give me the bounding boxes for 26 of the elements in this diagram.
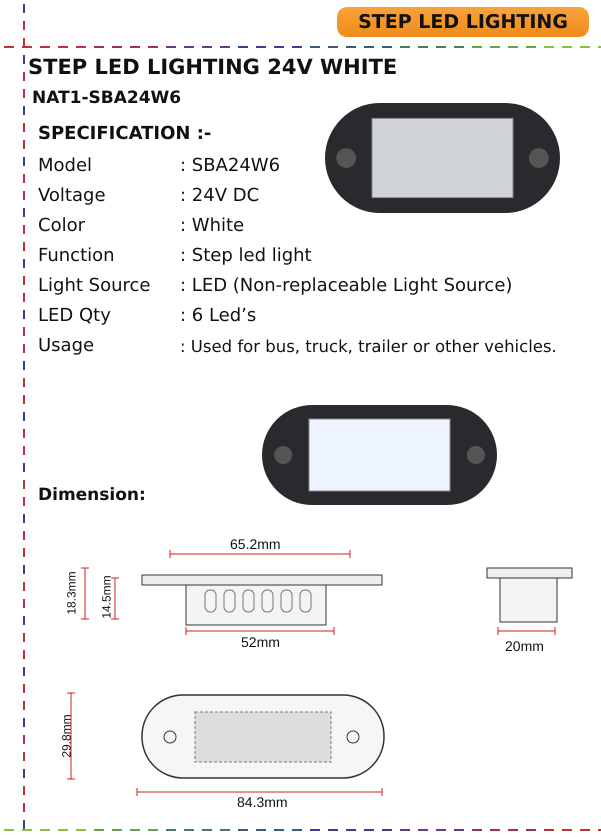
dimension-label: 84.3mm bbox=[237, 794, 288, 810]
category-badge: STEP LED LIGHTING bbox=[337, 7, 589, 37]
product-title: STEP LED LIGHTING 24V WHITE bbox=[28, 55, 398, 79]
spec-value: : LED (Non-replaceable Light Source) bbox=[180, 275, 512, 296]
dimension-label: 65.2mm bbox=[230, 536, 281, 552]
spec-name: LED Qty bbox=[38, 305, 111, 326]
spec-name: Function bbox=[38, 245, 115, 266]
spec-value: : Step led light bbox=[180, 245, 312, 266]
spec-value: : 6 Led’s bbox=[180, 305, 256, 326]
spec-name: Light Source bbox=[38, 275, 150, 296]
spec-name: Voltage bbox=[38, 185, 106, 206]
spec-value: : Used for bus, truck, trailer or other vehicles. bbox=[180, 336, 557, 358]
spec-value: : White bbox=[180, 215, 244, 236]
spec-name: Color bbox=[38, 215, 85, 236]
dimension-label: 14.5mm bbox=[100, 575, 114, 619]
spec-value: : 24V DC bbox=[180, 185, 260, 206]
spec-value: : SBA24W6 bbox=[180, 155, 280, 176]
spec-name: Model bbox=[38, 155, 92, 176]
spec-name: Usage bbox=[38, 335, 94, 356]
section-heading: Dimension: bbox=[38, 485, 146, 505]
dimension-label: 20mm bbox=[505, 638, 544, 654]
dimension-label: 52mm bbox=[241, 634, 280, 650]
dimension-label: 29.8mm bbox=[60, 714, 74, 758]
part-number: NAT1-SBA24W6 bbox=[32, 88, 182, 108]
dimension-label: 18.3mm bbox=[64, 571, 79, 615]
section-heading: SPECIFICATION :- bbox=[38, 123, 212, 144]
